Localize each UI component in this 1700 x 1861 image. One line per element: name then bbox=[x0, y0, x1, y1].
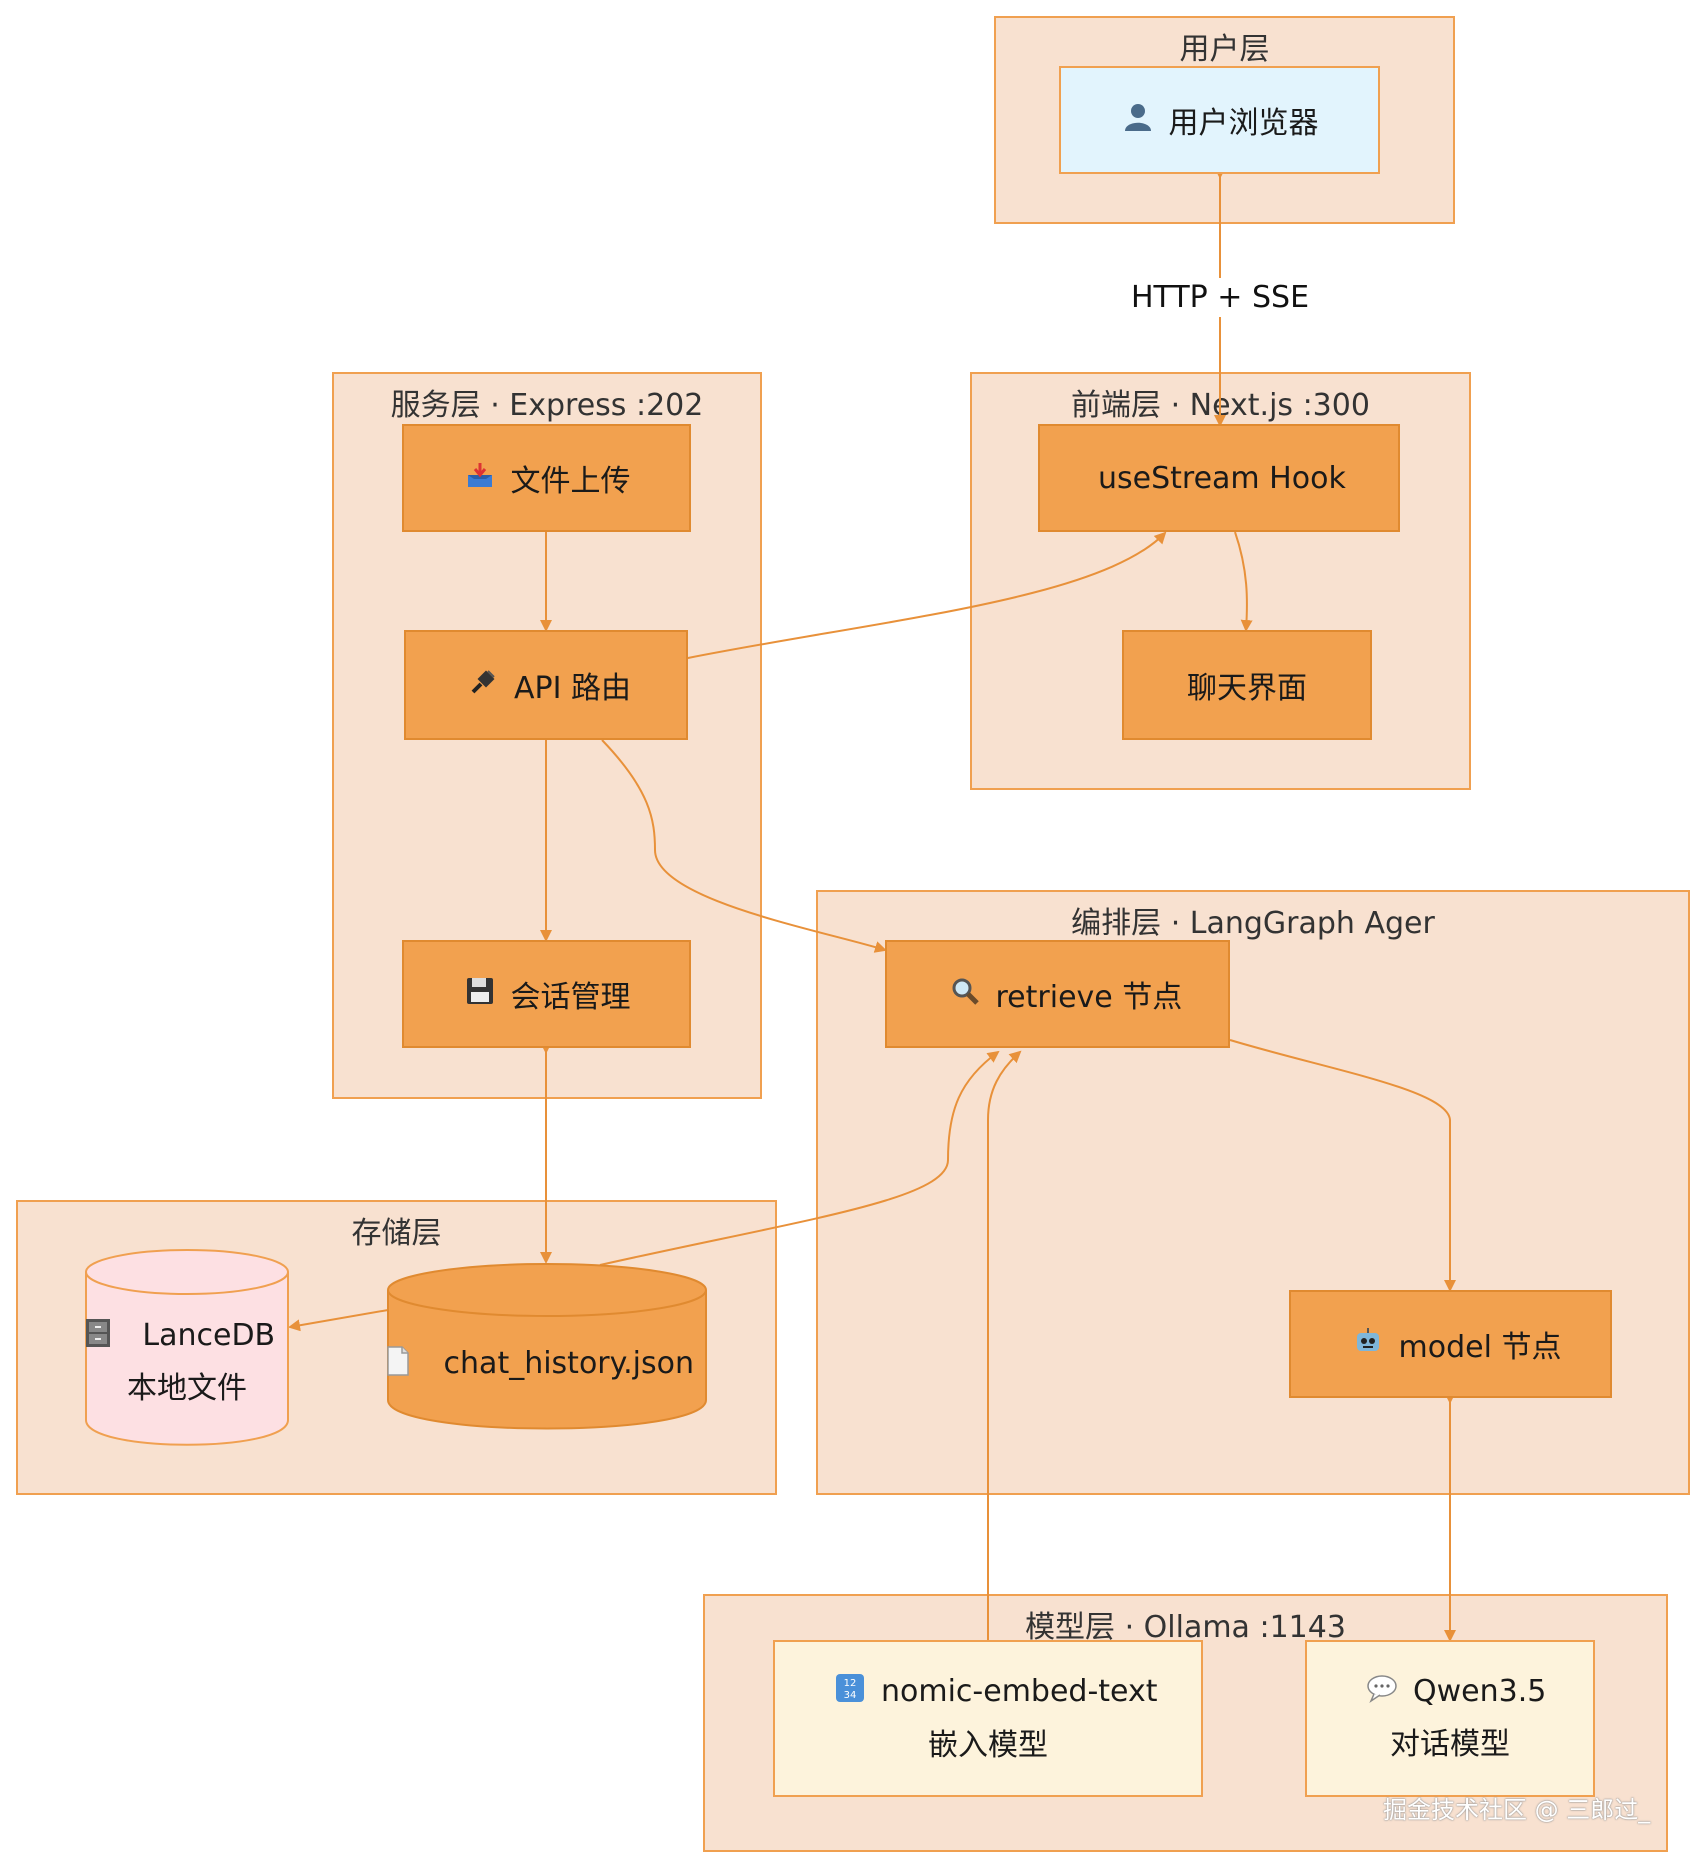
node-lancedb[interactable]: LanceDB 本地文件 bbox=[84, 1248, 290, 1446]
node-sublabel: 嵌入模型 bbox=[928, 1728, 1048, 1763]
node-api-route[interactable]: API 路由 bbox=[404, 630, 688, 740]
node-label: 用户浏览器 bbox=[1168, 106, 1319, 141]
cylinder-shape bbox=[387, 1263, 707, 1430]
edge-embed-retrieve bbox=[982, 1050, 1022, 1650]
edge-label-http-sse: HTTP + SSE bbox=[1127, 278, 1317, 317]
edge-chathistory-retrieve bbox=[599, 1050, 1000, 1266]
inbox-tray-icon bbox=[463, 461, 497, 496]
node-sublabel: 本地文件 bbox=[127, 1371, 247, 1406]
group-title: 用户层 bbox=[1179, 32, 1270, 67]
svg-text:12: 12 bbox=[844, 1678, 857, 1689]
edge-api-usestream bbox=[677, 531, 1167, 666]
node-label: 聊天界面 bbox=[1187, 671, 1307, 706]
node-user-browser[interactable]: 用户浏览器 bbox=[1059, 66, 1380, 174]
node-label: nomic-embed-text bbox=[881, 1674, 1158, 1709]
speech-bubble-icon bbox=[1365, 1674, 1399, 1709]
edge-retrieve-model bbox=[1229, 1039, 1456, 1292]
floppy-disk-icon bbox=[463, 976, 497, 1013]
node-usestream-hook[interactable]: useStream Hook bbox=[1038, 424, 1400, 532]
plug-icon bbox=[466, 667, 500, 704]
node-label: API 路由 bbox=[514, 671, 631, 706]
node-retrieve[interactable]: retrieve 节点 bbox=[885, 940, 1230, 1048]
node-qwen[interactable]: Qwen3.5 对话模型 bbox=[1305, 1640, 1595, 1797]
node-model[interactable]: model 节点 bbox=[1289, 1290, 1612, 1398]
magnifier-icon bbox=[948, 976, 982, 1013]
watermark: 掘金技术社区 @ 三郎过_ bbox=[1383, 1796, 1651, 1824]
edge-chathistory-lancedb bbox=[288, 1309, 389, 1332]
node-label: retrieve 节点 bbox=[995, 980, 1183, 1015]
group-title: 存储层 bbox=[351, 1216, 442, 1251]
cylinder-shape bbox=[85, 1249, 289, 1446]
edge-api-retrieve bbox=[601, 739, 887, 953]
svg-text:34: 34 bbox=[844, 1690, 857, 1701]
group-title: 模型层 · Ollama :1143 bbox=[1025, 1610, 1346, 1645]
robot-icon bbox=[1351, 1326, 1385, 1363]
edge-usestream-chatui bbox=[1234, 531, 1253, 632]
user-icon bbox=[1121, 102, 1155, 139]
node-sublabel: 对话模型 bbox=[1390, 1727, 1510, 1762]
node-label: 会话管理 bbox=[510, 980, 631, 1015]
node-label: 文件上传 bbox=[510, 464, 631, 499]
node-label: Qwen3.5 bbox=[1413, 1674, 1547, 1709]
node-chat-ui[interactable]: 聊天界面 bbox=[1122, 630, 1372, 740]
group-title: 服务层 · Express :202 bbox=[390, 388, 704, 423]
node-label: LanceDB bbox=[142, 1318, 276, 1353]
node-label: chat_history.json bbox=[443, 1346, 694, 1381]
node-label: useStream Hook bbox=[1098, 460, 1346, 496]
group-title: 编排层 · LangGraph Ager bbox=[1071, 906, 1435, 941]
node-file-upload[interactable]: 文件上传 bbox=[402, 424, 691, 532]
node-session-manager[interactable]: 会话管理 bbox=[402, 940, 691, 1048]
node-label: model 节点 bbox=[1398, 1330, 1562, 1365]
node-chat-history[interactable]: chat_history.json bbox=[386, 1262, 708, 1430]
